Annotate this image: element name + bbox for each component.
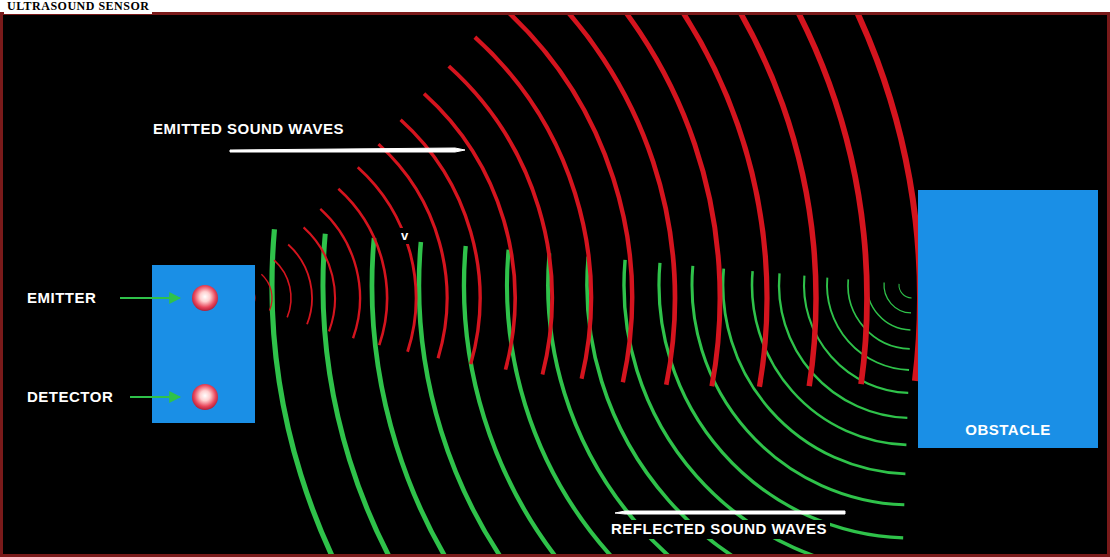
reflected-wave bbox=[323, 234, 891, 554]
emitted-wave bbox=[261, 274, 272, 310]
reflected-wave bbox=[464, 246, 896, 554]
reflected-wave bbox=[752, 271, 906, 445]
emitted-wave bbox=[593, 15, 767, 387]
reflected-wave bbox=[507, 250, 898, 554]
emitter-pointer bbox=[120, 297, 180, 299]
detector-led bbox=[192, 384, 218, 410]
emitted-wave bbox=[338, 189, 387, 345]
sensor-body bbox=[152, 265, 255, 423]
emitted-wave bbox=[274, 260, 291, 317]
emitted-wave bbox=[401, 120, 480, 365]
reflected-wave bbox=[884, 283, 911, 313]
emitted-wave bbox=[288, 244, 312, 324]
part-name: EMITTER bbox=[24, 289, 99, 308]
detector-pointer bbox=[130, 396, 180, 398]
reflected-wave bbox=[899, 284, 912, 298]
reflected-wave bbox=[804, 276, 908, 393]
emitted-wave bbox=[625, 15, 816, 386]
page-heading: ULTRASOUND SENSOR bbox=[4, 0, 152, 14]
reflected-wave bbox=[692, 266, 904, 505]
emitted-wave bbox=[304, 227, 335, 331]
emitted-wave bbox=[320, 209, 360, 338]
reflected-wave bbox=[867, 281, 910, 330]
reflected-wave bbox=[624, 260, 902, 554]
reflected-wave bbox=[419, 242, 895, 554]
part-name: DETECTOR bbox=[24, 388, 116, 407]
emitted-wave bbox=[379, 144, 447, 358]
reflected-wave bbox=[272, 229, 890, 554]
velocity-symbol: v bbox=[398, 228, 412, 244]
emitted-wave bbox=[358, 167, 416, 352]
reflected-wave bbox=[548, 253, 899, 554]
reflected-wave bbox=[848, 279, 910, 349]
emitted-wave bbox=[531, 15, 675, 385]
emitted-wave bbox=[561, 15, 720, 386]
emitted-arrow bbox=[230, 148, 465, 152]
emitted-wave bbox=[695, 15, 920, 381]
obstacle-block: OBSTACLE bbox=[918, 190, 1098, 448]
wave-label: EMITTED SOUND WAVES bbox=[150, 120, 347, 139]
emitted-wave bbox=[424, 94, 515, 370]
wave-label: REFLECTED SOUND WAVES bbox=[608, 520, 830, 539]
node-text: OBSTACLE bbox=[965, 421, 1050, 438]
reflected-arrow bbox=[615, 511, 845, 514]
sound-waves bbox=[250, 15, 920, 554]
emitter-led bbox=[192, 285, 218, 311]
emitted-wave bbox=[660, 15, 867, 384]
